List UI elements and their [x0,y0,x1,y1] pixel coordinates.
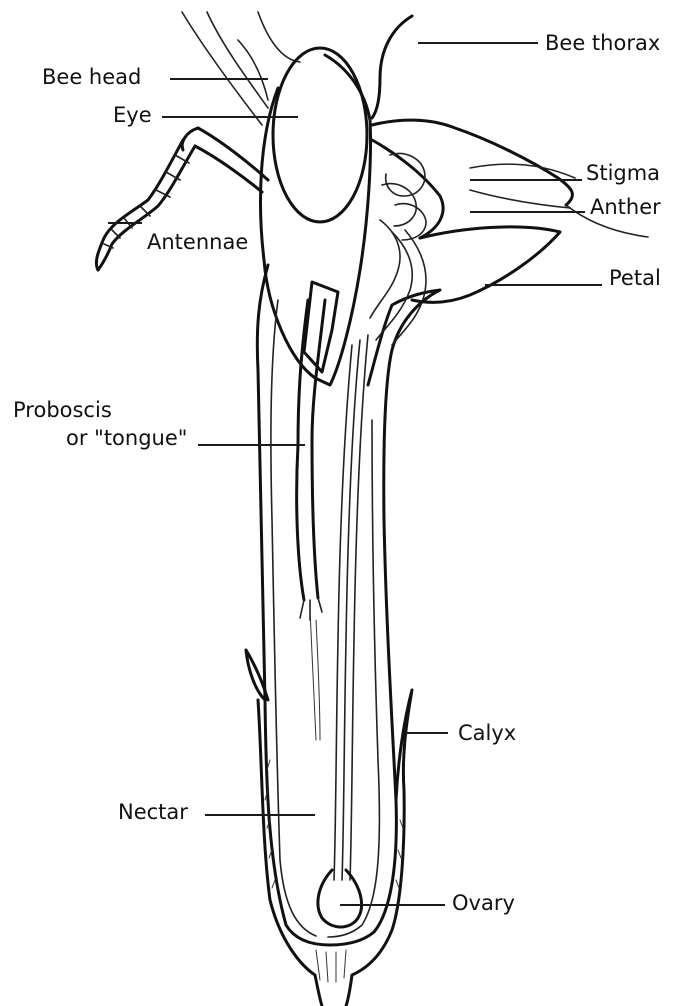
ovary-outline [318,870,362,927]
label-anther: Anther [590,195,661,219]
label-bee-thorax: Bee thorax [545,31,660,55]
label-proboscis-line2: or "tongue" [66,426,187,450]
label-calyx: Calyx [458,721,516,745]
label-nectar: Nectar [118,800,188,824]
label-proboscis-line1: Proboscis [13,398,112,422]
label-eye: Eye [113,103,152,127]
bee-thorax-outline [372,16,412,118]
label-bee-head: Bee head [42,65,141,89]
labels: Bee thorax Bee head Eye Antennae Stigma … [13,31,661,915]
leader-lines [108,43,602,905]
bee-eye [273,48,367,222]
label-petal: Petal [609,266,661,290]
flower-illustration [246,120,648,1006]
bee-proboscis [297,282,338,740]
label-ovary: Ovary [452,891,515,915]
label-antennae: Antennae [147,230,248,254]
label-stigma: Stigma [586,161,660,185]
